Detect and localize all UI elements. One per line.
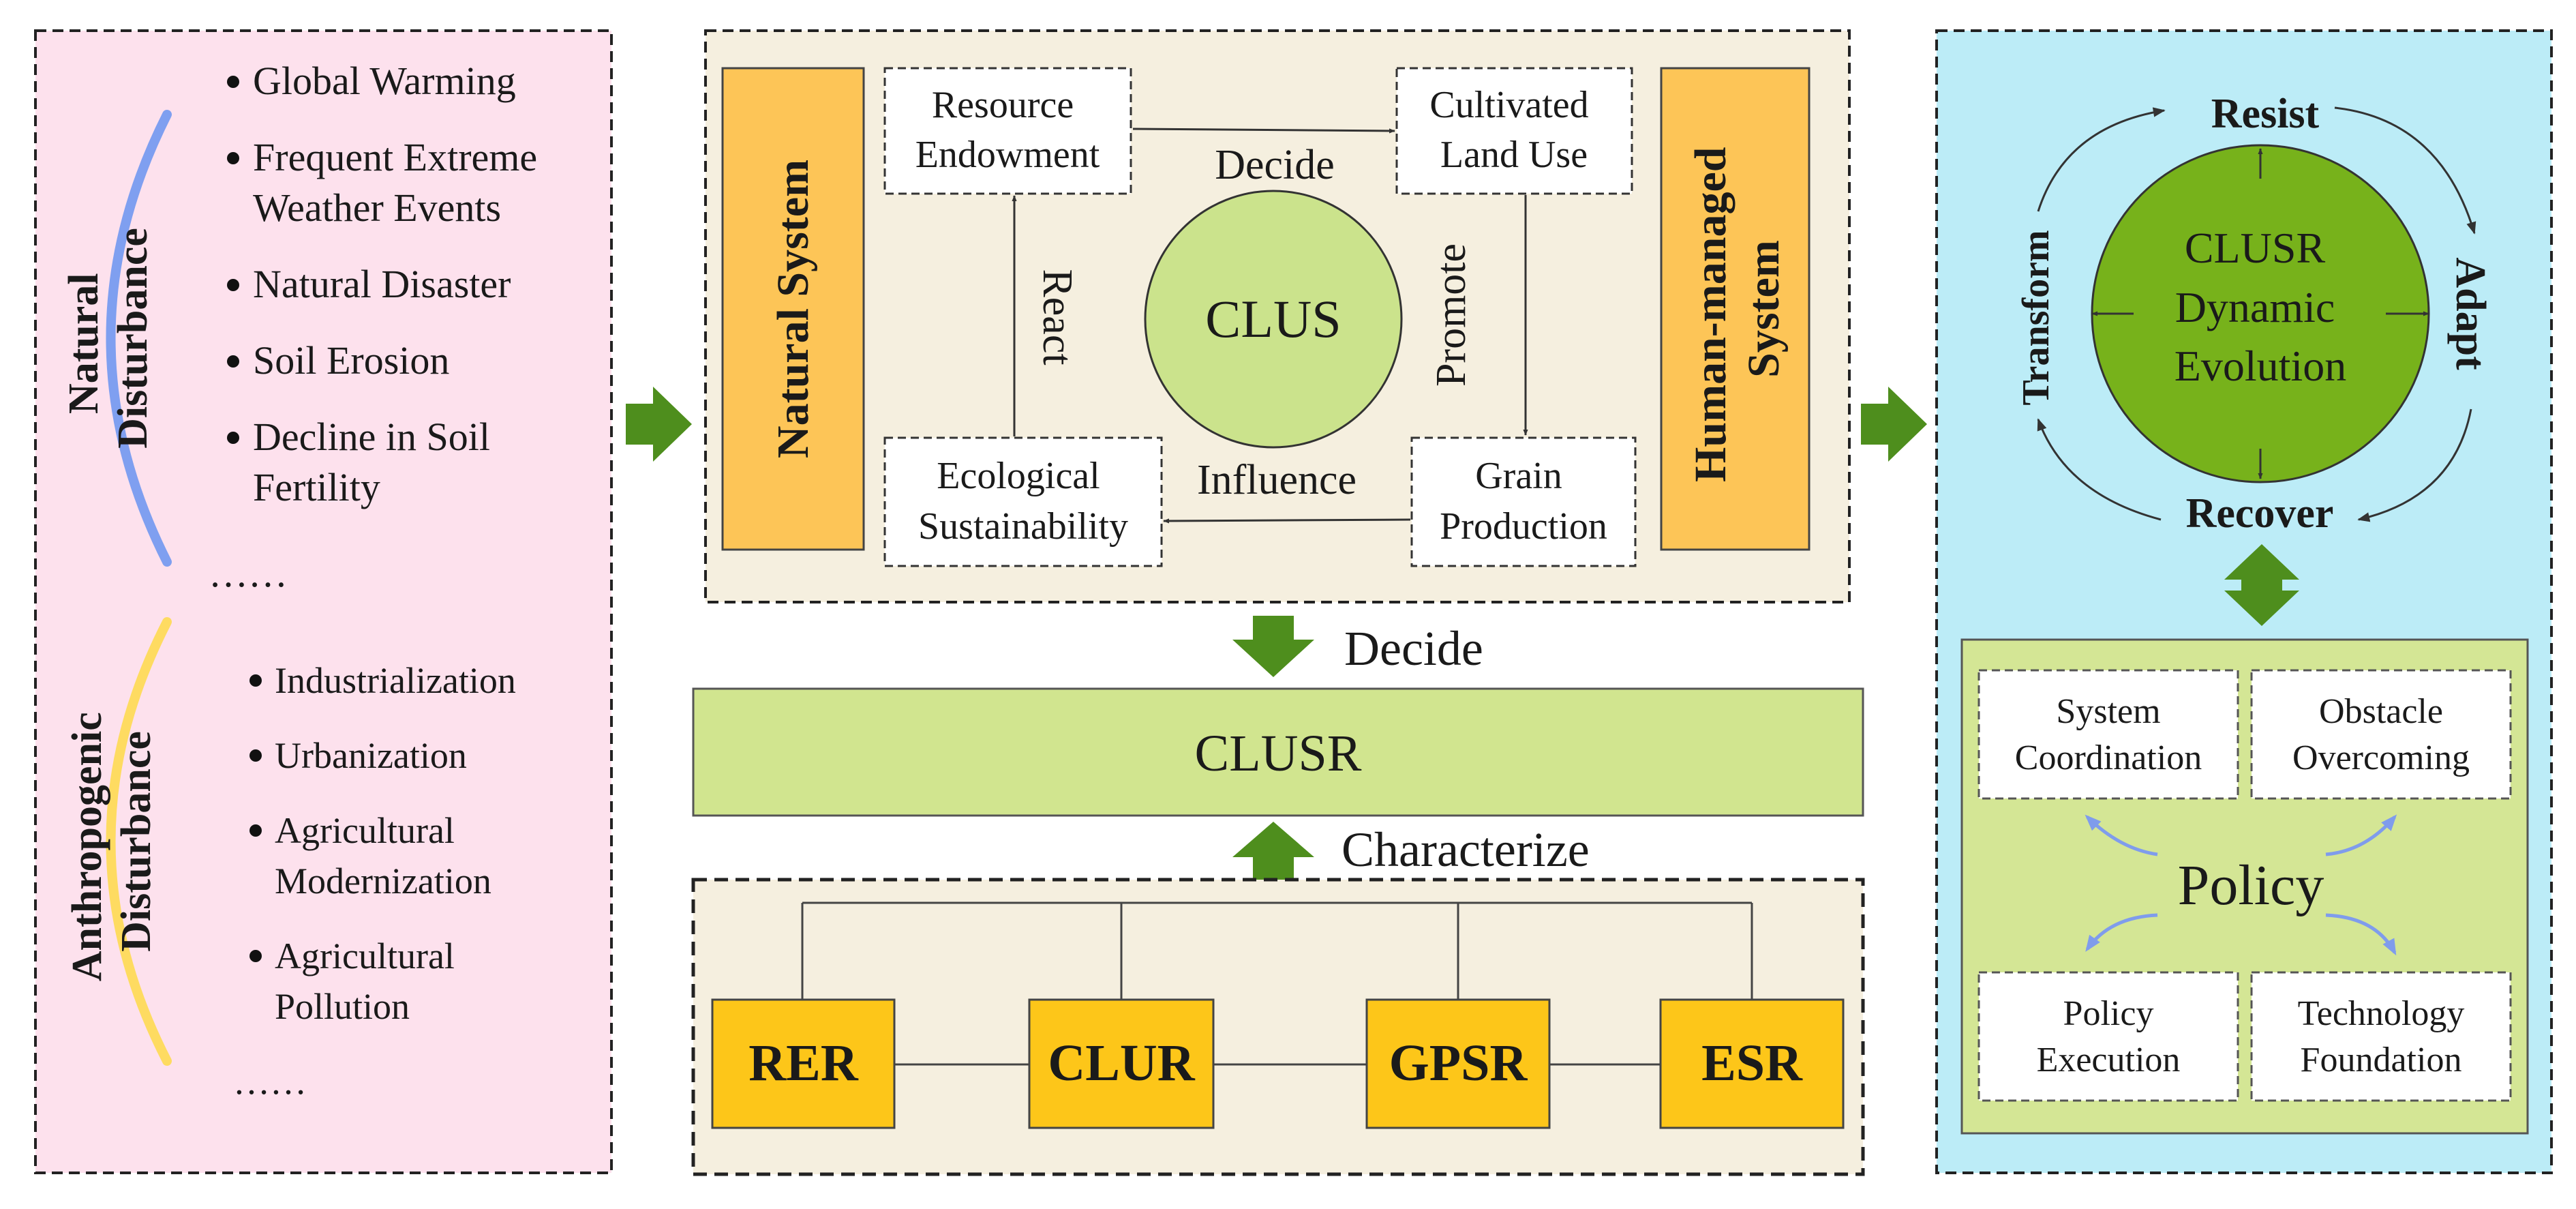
ecological-sustainability-box: [883, 436, 1163, 567]
label-decide: Decide: [1215, 142, 1335, 188]
left-panel: Natural Disturbance Global WarmingFreque…: [34, 29, 613, 1174]
adapt-label: Adapt: [2447, 257, 2494, 370]
policy-box-system-coordination: [1978, 669, 2239, 800]
clusr-bar-label: CLUSR: [1195, 725, 1362, 782]
policy-box-obstacle-overcoming: [2250, 669, 2512, 800]
natural-system-box: [721, 67, 865, 551]
evolution-label: CLUSR Dynamic Evolution: [2175, 224, 2346, 390]
characterize-label: Characterize: [1342, 822, 1590, 877]
natural-system-label: Natural System: [768, 160, 818, 458]
anthropogenic-disturbance-ellipsis: ……: [233, 1061, 307, 1102]
grain-production-box: [1410, 436, 1637, 567]
natural-disturbance-bullet: [227, 432, 239, 444]
resource-endowment-label: Resource Endowment: [915, 84, 1100, 176]
human-managed-system-label: Human-managed System: [1686, 136, 1789, 482]
natural-disturbance-bracket: [106, 110, 172, 567]
flow-arrow-left-to-middle: [626, 387, 692, 462]
indicator-label-gpsr: GPSR: [1389, 1034, 1528, 1092]
anthropogenic-disturbance-bullet: [249, 674, 262, 687]
cycle-arrow-adapt-to-recover: [2357, 408, 2472, 522]
natural-disturbance-ellipsis: ……: [209, 551, 288, 595]
anthropogenic-disturbance-item: Industrialization: [275, 660, 516, 701]
policy-arrow-to-technology: [2325, 913, 2397, 956]
flow-arrow-decide-down: [1232, 616, 1314, 677]
indicator-boxes: RER CLUR GPSR ESR: [711, 998, 1845, 1129]
indicator-box-esr: [1659, 998, 1845, 1129]
cycle-arrow-recover-to-transform: [2037, 418, 2162, 521]
policy-box-technology-foundation: [2250, 971, 2512, 1102]
policy-box-policy-execution: [1978, 971, 2239, 1102]
ecological-sustainability-label: Ecological Sustainability: [918, 455, 1128, 548]
label-promote: Promote: [1428, 243, 1474, 387]
clus-label: CLUS: [1205, 289, 1341, 348]
anthropogenic-disturbance-bullet: [249, 749, 262, 762]
anthropogenic-disturbance-bullet: [249, 950, 262, 962]
policy-arrow-to-obstacle: [2325, 814, 2397, 856]
indicator-label-esr: ESR: [1701, 1034, 1803, 1092]
indicators-panel: RER CLUR GPSR ESR: [691, 878, 1865, 1176]
right-panel: CLUSR Dynamic Evolution Resist Recover A…: [1935, 29, 2553, 1174]
natural-disturbance-bullet: [227, 279, 239, 291]
natural-disturbance-bullet: [227, 76, 239, 88]
recover-label: Recover: [2186, 490, 2334, 537]
cycle-arrow-resist-to-adapt: [2334, 106, 2476, 235]
natural-disturbance-bullet: [227, 355, 239, 368]
indicator-box-clur: [1028, 998, 1215, 1129]
decide-label: Decide: [1344, 621, 1483, 676]
anthropogenic-disturbance-label: Anthropogenic Disturbance: [64, 702, 160, 982]
label-react: React: [1034, 269, 1080, 365]
policy-label: Policy: [2178, 854, 2324, 917]
policy-arrow-to-coordination: [2085, 814, 2158, 856]
cycle-arrow-transform-to-resist: [2037, 107, 2166, 212]
middle-panel: Natural System Human-managed System Reso…: [704, 29, 1851, 603]
transform-label: Transform: [2015, 230, 2057, 405]
human-managed-system-box: [1660, 67, 1810, 551]
indicator-label-rer: RER: [748, 1034, 859, 1092]
resource-endowment-box: [883, 67, 1132, 195]
indicator-box-gpsr: [1365, 998, 1551, 1129]
natural-disturbance-label: Natural Disturbance: [61, 228, 156, 449]
clusr-bar: [692, 687, 1864, 817]
natural-disturbance-bullet: [227, 152, 239, 164]
cultivated-land-use-box: [1395, 67, 1633, 195]
arrow-influence: [1163, 518, 1411, 524]
natural-disturbance-item: Natural Disaster: [253, 262, 511, 306]
arrow-decide: [1132, 128, 1395, 134]
flow-arrow-middle-to-right: [1861, 387, 1927, 462]
anthropogenic-disturbance-bullet: [249, 824, 262, 837]
flow-arrow-characterize-up: [1232, 822, 1314, 880]
double-arrow-evolution-policy: [2224, 544, 2299, 626]
cultivated-land-use-label: Cultivated Land Use: [1429, 84, 1598, 176]
anthropogenic-disturbance-item: Urbanization: [275, 735, 467, 776]
clus-circle: [1144, 190, 1403, 449]
natural-disturbance-item: Soil Erosion: [253, 338, 449, 383]
anthropogenic-disturbance-bracket: [106, 617, 172, 1066]
policy-arrow-to-execution: [2085, 913, 2158, 952]
indicator-box-rer: [711, 998, 896, 1129]
indicator-label-clur: CLUR: [1048, 1034, 1195, 1092]
anthropogenic-disturbance-list: IndustrializationUrbanizationAgricultura…: [233, 660, 516, 1102]
grain-production-label: Grain Production: [1440, 455, 1607, 548]
label-influence: Influence: [1197, 457, 1357, 503]
resist-label: Resist: [2211, 91, 2320, 137]
natural-disturbance-item: Global Warming: [253, 59, 516, 103]
